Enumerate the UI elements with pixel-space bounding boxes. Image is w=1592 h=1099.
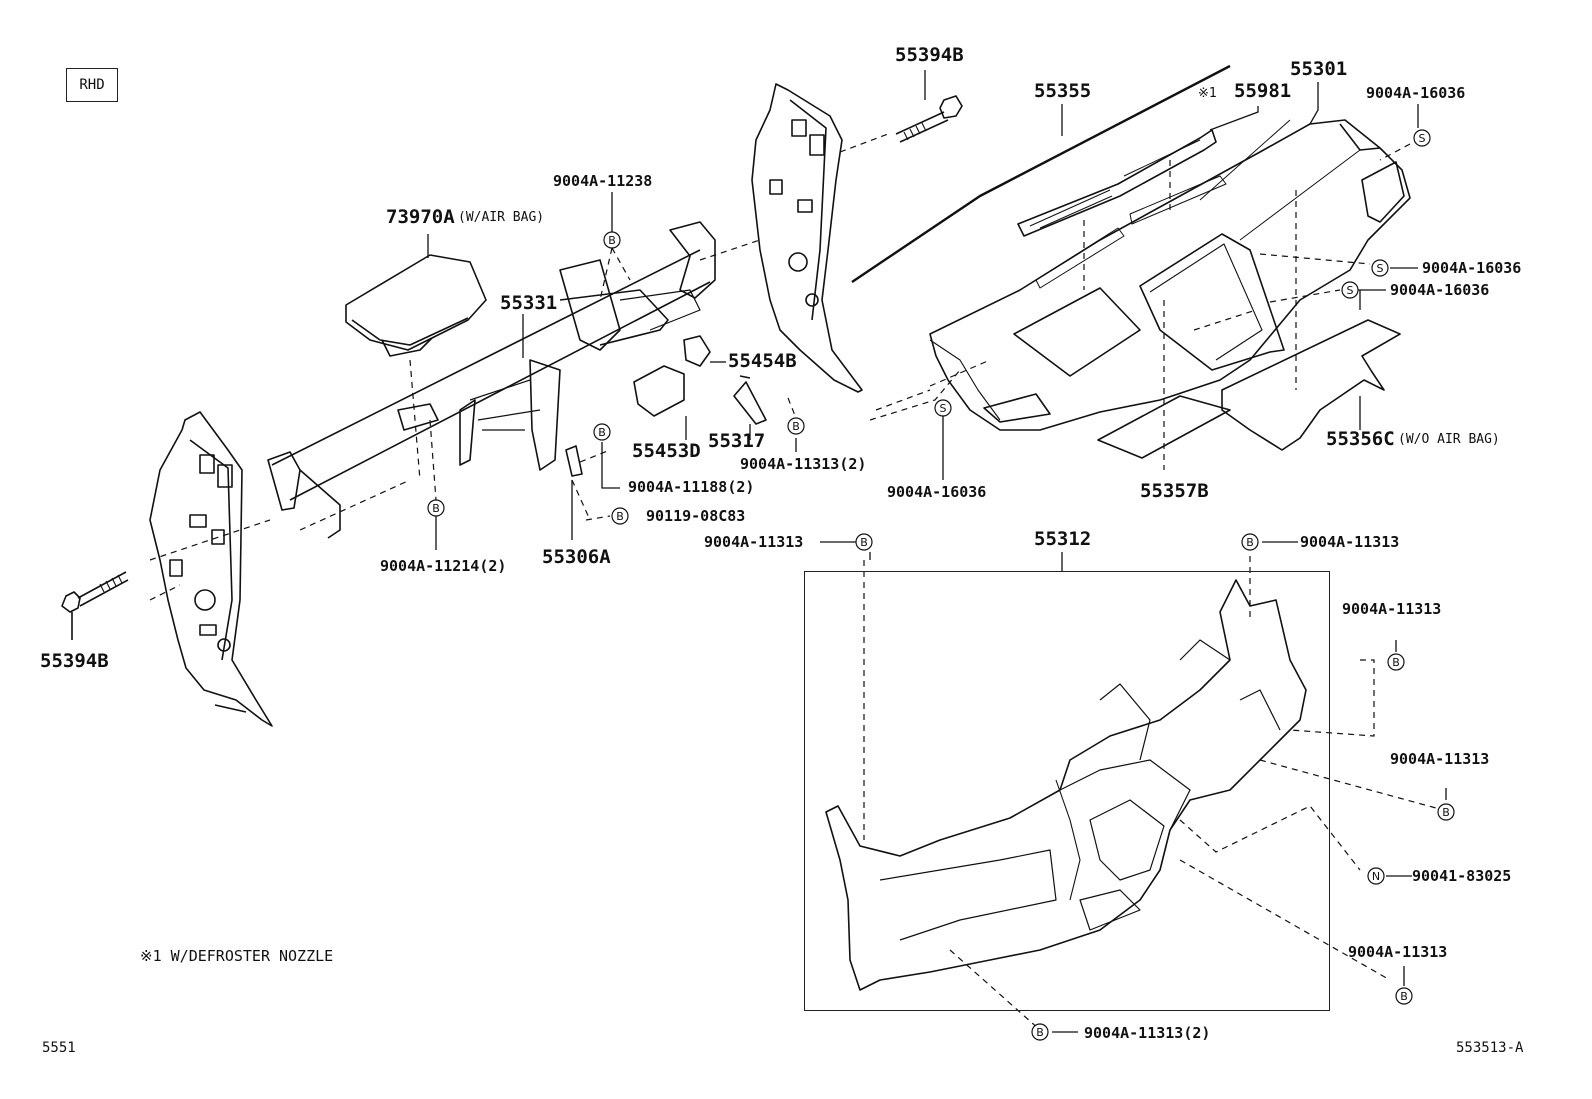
label-9004a-11238[interactable]: 9004A-11238: [553, 172, 653, 190]
svg-text:B: B: [792, 420, 800, 433]
label-55394b-bottom[interactable]: 55394B: [40, 650, 109, 672]
marker-s-4: S: [934, 399, 952, 417]
instrument-panel-55301: [929, 119, 1411, 431]
marker-b-2: B: [787, 417, 805, 435]
marker-b-3: B: [593, 423, 611, 441]
label-73970a[interactable]: 73970A: [386, 206, 455, 228]
marker-b-10: B: [1395, 987, 1413, 1005]
label-55357b[interactable]: 55357B: [1140, 480, 1209, 502]
label-9004a-16036-b[interactable]: 9004A-16036: [1422, 259, 1522, 277]
marker-n-1: N: [1367, 867, 1385, 885]
airbag-73970a: [345, 254, 487, 357]
pad-55357b: [1097, 395, 1231, 459]
diagram-id: 553513-A: [1456, 1040, 1524, 1056]
label-9004a-11313-d[interactable]: 9004A-11313: [1390, 750, 1490, 768]
part-55306a: [565, 445, 583, 477]
svg-text:B: B: [432, 502, 440, 515]
label-55355[interactable]: 55355: [1034, 80, 1092, 102]
label-90041-83025[interactable]: 90041-83025: [1412, 867, 1512, 885]
label-55331[interactable]: 55331: [500, 292, 558, 314]
svg-text:B: B: [598, 426, 606, 439]
marker-s-2: S: [1371, 259, 1389, 277]
label-73970a-note: (W/AIR BAG): [458, 210, 545, 225]
label-9004a-16036-c[interactable]: 9004A-16036: [1390, 281, 1490, 299]
lower-panel-55312: [825, 579, 1307, 991]
label-9004a-16036-d[interactable]: 9004A-16036: [887, 483, 987, 501]
label-90119-08c83[interactable]: 90119-08C83: [646, 507, 746, 525]
label-9004a-11214-2[interactable]: 9004A-11214(2): [380, 557, 507, 575]
label-9004a-11313-a[interactable]: 9004A-11313: [704, 533, 804, 551]
marker-b-9: B: [1437, 803, 1455, 821]
marker-b-5: B: [427, 499, 445, 517]
svg-text:S: S: [1377, 262, 1384, 275]
label-55301[interactable]: 55301: [1290, 58, 1348, 80]
label-9004a-11313-2-a[interactable]: 9004A-11313(2): [740, 455, 867, 473]
label-9004a-11313-e[interactable]: 9004A-11313: [1348, 943, 1448, 961]
svg-text:B: B: [616, 510, 624, 523]
label-55312[interactable]: 55312: [1034, 528, 1092, 550]
label-55306a[interactable]: 55306A: [542, 546, 611, 568]
svg-text:B: B: [1392, 656, 1400, 669]
label-9004a-11188-2[interactable]: 9004A-11188(2): [628, 478, 755, 496]
left-side-bracket: [149, 411, 273, 727]
marker-s-1: S: [1413, 129, 1431, 147]
cross-car-beam: [267, 221, 716, 539]
label-55454b[interactable]: 55454B: [728, 350, 797, 372]
svg-text:B: B: [860, 536, 868, 549]
svg-text:B: B: [1400, 990, 1408, 1003]
label-55356c[interactable]: 55356C: [1326, 428, 1395, 450]
svg-text:N: N: [1372, 870, 1380, 883]
label-9004a-11313-b[interactable]: 9004A-11313: [1300, 533, 1400, 551]
bolt-55394b-bottom: [61, 571, 129, 640]
bolt-55394b-top: [895, 95, 963, 143]
marker-b-7: B: [1241, 533, 1259, 551]
part-55317: [733, 375, 767, 425]
right-side-bracket: [751, 83, 863, 393]
label-55981-mark: ※1: [1198, 86, 1217, 101]
label-55317[interactable]: 55317: [708, 430, 766, 452]
label-9004a-11313-c[interactable]: 9004A-11313: [1342, 600, 1442, 618]
svg-text:B: B: [1442, 806, 1450, 819]
marker-b-6: B: [855, 533, 873, 551]
svg-text:S: S: [1347, 284, 1354, 297]
marker-b-4: B: [611, 507, 629, 525]
defroster-nozzle-55981: [1017, 129, 1217, 237]
svg-text:B: B: [1246, 536, 1254, 549]
marker-b-1: B: [603, 231, 621, 249]
label-55453d[interactable]: 55453D: [632, 440, 701, 462]
part-55454b: [683, 335, 711, 367]
marker-b-11: B: [1031, 1023, 1049, 1041]
label-55981[interactable]: 55981: [1234, 80, 1292, 102]
molding-55355: [851, 64, 1231, 283]
rhd-badge: RHD: [66, 68, 118, 102]
svg-text:B: B: [608, 234, 616, 247]
marker-b-8: B: [1387, 653, 1405, 671]
page-code: 5551: [42, 1040, 76, 1056]
label-55394b-top[interactable]: 55394B: [895, 44, 964, 66]
svg-text:S: S: [1419, 132, 1426, 145]
assembly-frame-55312: [804, 571, 1330, 1011]
marker-s-3: S: [1341, 281, 1359, 299]
label-9004a-11313-2-b[interactable]: 9004A-11313(2): [1084, 1024, 1211, 1042]
label-9004a-16036-a[interactable]: 9004A-16036: [1366, 84, 1466, 102]
label-55356c-note: (W/O AIR BAG): [1398, 432, 1500, 447]
svg-text:B: B: [1036, 1026, 1044, 1039]
svg-text:S: S: [940, 402, 947, 415]
cover-55356c: [1221, 319, 1401, 451]
footnote: ※1 W/DEFROSTER NOZZLE: [140, 947, 334, 965]
part-55453d: [633, 365, 685, 417]
